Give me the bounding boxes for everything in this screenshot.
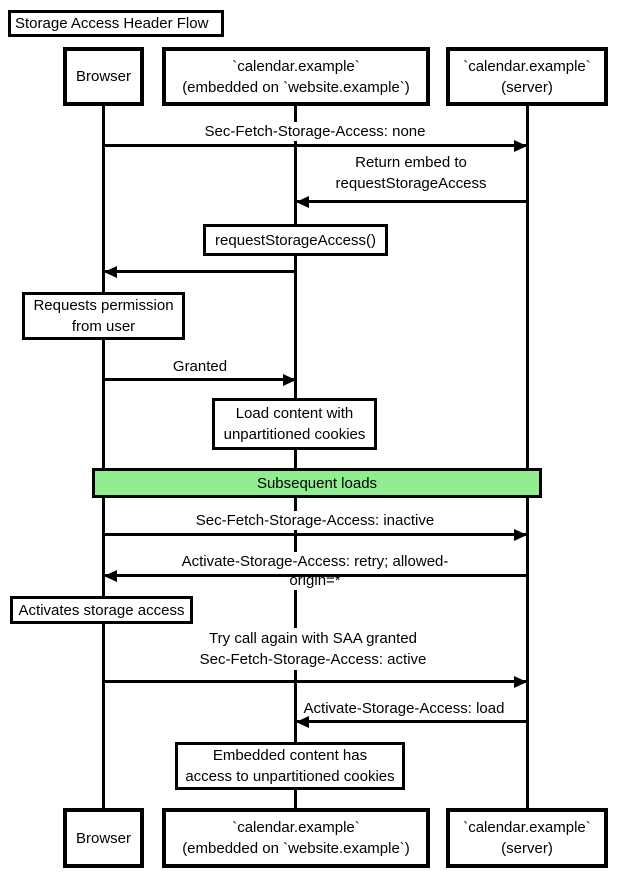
actor-server-top: `calendar.example` (server) bbox=[446, 47, 608, 106]
message-line bbox=[104, 680, 527, 683]
message-label: Return embed to requestStorageAccess bbox=[332, 152, 490, 194]
actor-embed-bottom: `calendar.example` (embedded on `website… bbox=[162, 808, 430, 868]
actor-browser-label: Browser bbox=[73, 66, 133, 87]
note-requests-permission: Requests permission from user bbox=[22, 292, 185, 340]
message-label: Sec-Fetch-Storage-Access: none bbox=[201, 122, 429, 141]
arrowhead-left-icon bbox=[296, 196, 309, 208]
actor-server-bottom: `calendar.example` (server) bbox=[446, 808, 608, 868]
diagram-title-text: Storage Access Header Flow bbox=[15, 15, 209, 32]
message-line bbox=[104, 144, 527, 147]
message-line bbox=[104, 533, 527, 536]
message-line bbox=[104, 378, 296, 381]
note-request-storage-access: requestStorageAccess() bbox=[203, 224, 388, 256]
note-load-content: Load content with unpartitioned cookies bbox=[212, 398, 377, 450]
lifeline-embed bbox=[294, 106, 297, 808]
note-embedded-content: Embedded content has access to unpartiti… bbox=[175, 742, 405, 790]
message-label: Try call again with SAA granted Sec-Fetc… bbox=[196, 628, 430, 670]
arrowhead-left-icon bbox=[104, 570, 117, 582]
message-line bbox=[104, 574, 527, 577]
message-line bbox=[104, 270, 296, 273]
actor-embed-top: `calendar.example` (embedded on `website… bbox=[162, 47, 430, 106]
band-subsequent-loads: Subsequent loads bbox=[92, 468, 542, 498]
actor-server-label: `calendar.example` (server) bbox=[461, 55, 593, 98]
note-activates-storage-access: Activates storage access bbox=[10, 596, 193, 624]
lifeline-server bbox=[526, 106, 529, 808]
actor-server-label: `calendar.example` (server) bbox=[461, 817, 593, 859]
arrowhead-left-icon bbox=[104, 266, 117, 278]
lifeline-browser bbox=[102, 106, 105, 808]
arrowhead-left-icon bbox=[296, 716, 309, 728]
message-label: Sec-Fetch-Storage-Access: inactive bbox=[192, 511, 438, 530]
actor-embed-label: `calendar.example` (embedded on `website… bbox=[180, 55, 412, 98]
actor-browser-label: Browser bbox=[73, 827, 133, 849]
arrowhead-right-icon bbox=[514, 676, 527, 688]
actor-embed-label: `calendar.example` (embedded on `website… bbox=[180, 817, 412, 859]
arrowhead-right-icon bbox=[514, 529, 527, 541]
message-label: Activate-Storage-Access: retry; allowed-… bbox=[154, 552, 476, 590]
message-line bbox=[296, 720, 527, 723]
message-label: Granted bbox=[169, 357, 231, 376]
diagram-title: Storage Access Header Flow bbox=[8, 10, 224, 37]
message-line bbox=[296, 200, 527, 203]
message-label: Activate-Storage-Access: load bbox=[300, 699, 508, 718]
actor-browser-top: Browser bbox=[63, 47, 144, 106]
arrowhead-right-icon bbox=[514, 140, 527, 152]
arrowhead-right-icon bbox=[283, 374, 296, 386]
actor-browser-bottom: Browser bbox=[63, 808, 144, 868]
band-label: Subsequent loads bbox=[256, 474, 378, 492]
